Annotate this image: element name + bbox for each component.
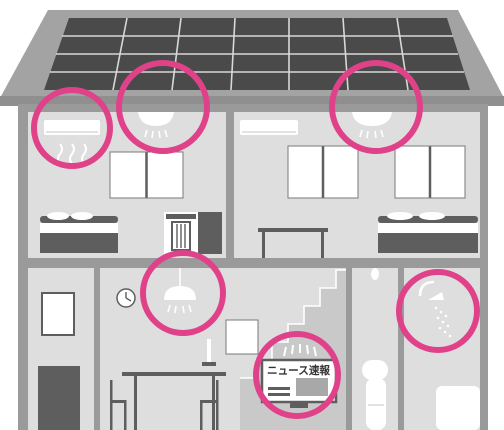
bed-right [378, 212, 478, 253]
bed-left [40, 212, 118, 253]
window-upstairs-right-1 [288, 146, 358, 198]
desk-and-chair [164, 212, 222, 254]
shoe-cabinet [38, 366, 80, 430]
air-conditioner-left [44, 120, 100, 135]
tv-news-headline: ニュース速報 [267, 363, 331, 377]
air-conditioner-right [240, 120, 298, 135]
solar-panel [44, 18, 470, 90]
bathtub [436, 386, 480, 430]
window-upstairs-left [110, 152, 183, 198]
stair-window [226, 320, 258, 354]
toilet-light [371, 268, 379, 280]
wall-picture-frame [42, 293, 74, 335]
clock-icon [117, 289, 135, 307]
window-upstairs-right-2 [395, 146, 465, 198]
